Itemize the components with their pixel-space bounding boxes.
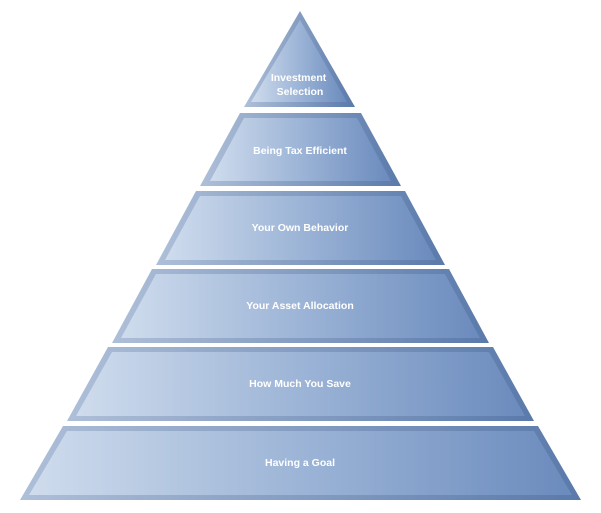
tier-face — [165, 196, 436, 260]
tier-label: How Much You Save — [249, 378, 351, 390]
tier-face — [210, 118, 391, 181]
tier-face — [29, 431, 572, 495]
tier-face — [121, 274, 480, 338]
tier-label: Investment Selection — [271, 72, 329, 98]
tier-label: Having a Goal — [265, 457, 335, 469]
tier-how-much-you-save: How Much You Save — [67, 347, 534, 421]
tier-face — [76, 352, 525, 416]
tier-investment-selection: Investment Selection — [244, 11, 355, 107]
tier-label: Your Asset Allocation — [246, 300, 354, 312]
tier-face — [251, 20, 347, 102]
tier-being-tax-efficient: Being Tax Efficient — [200, 113, 401, 186]
tier-your-asset-allocation: Your Asset Allocation — [112, 269, 489, 343]
tier-label: Your Own Behavior — [252, 222, 349, 234]
tier-having-a-goal: Having a Goal — [20, 426, 581, 500]
tier-your-own-behavior: Your Own Behavior — [156, 191, 445, 265]
tier-label: Being Tax Efficient — [253, 145, 347, 157]
